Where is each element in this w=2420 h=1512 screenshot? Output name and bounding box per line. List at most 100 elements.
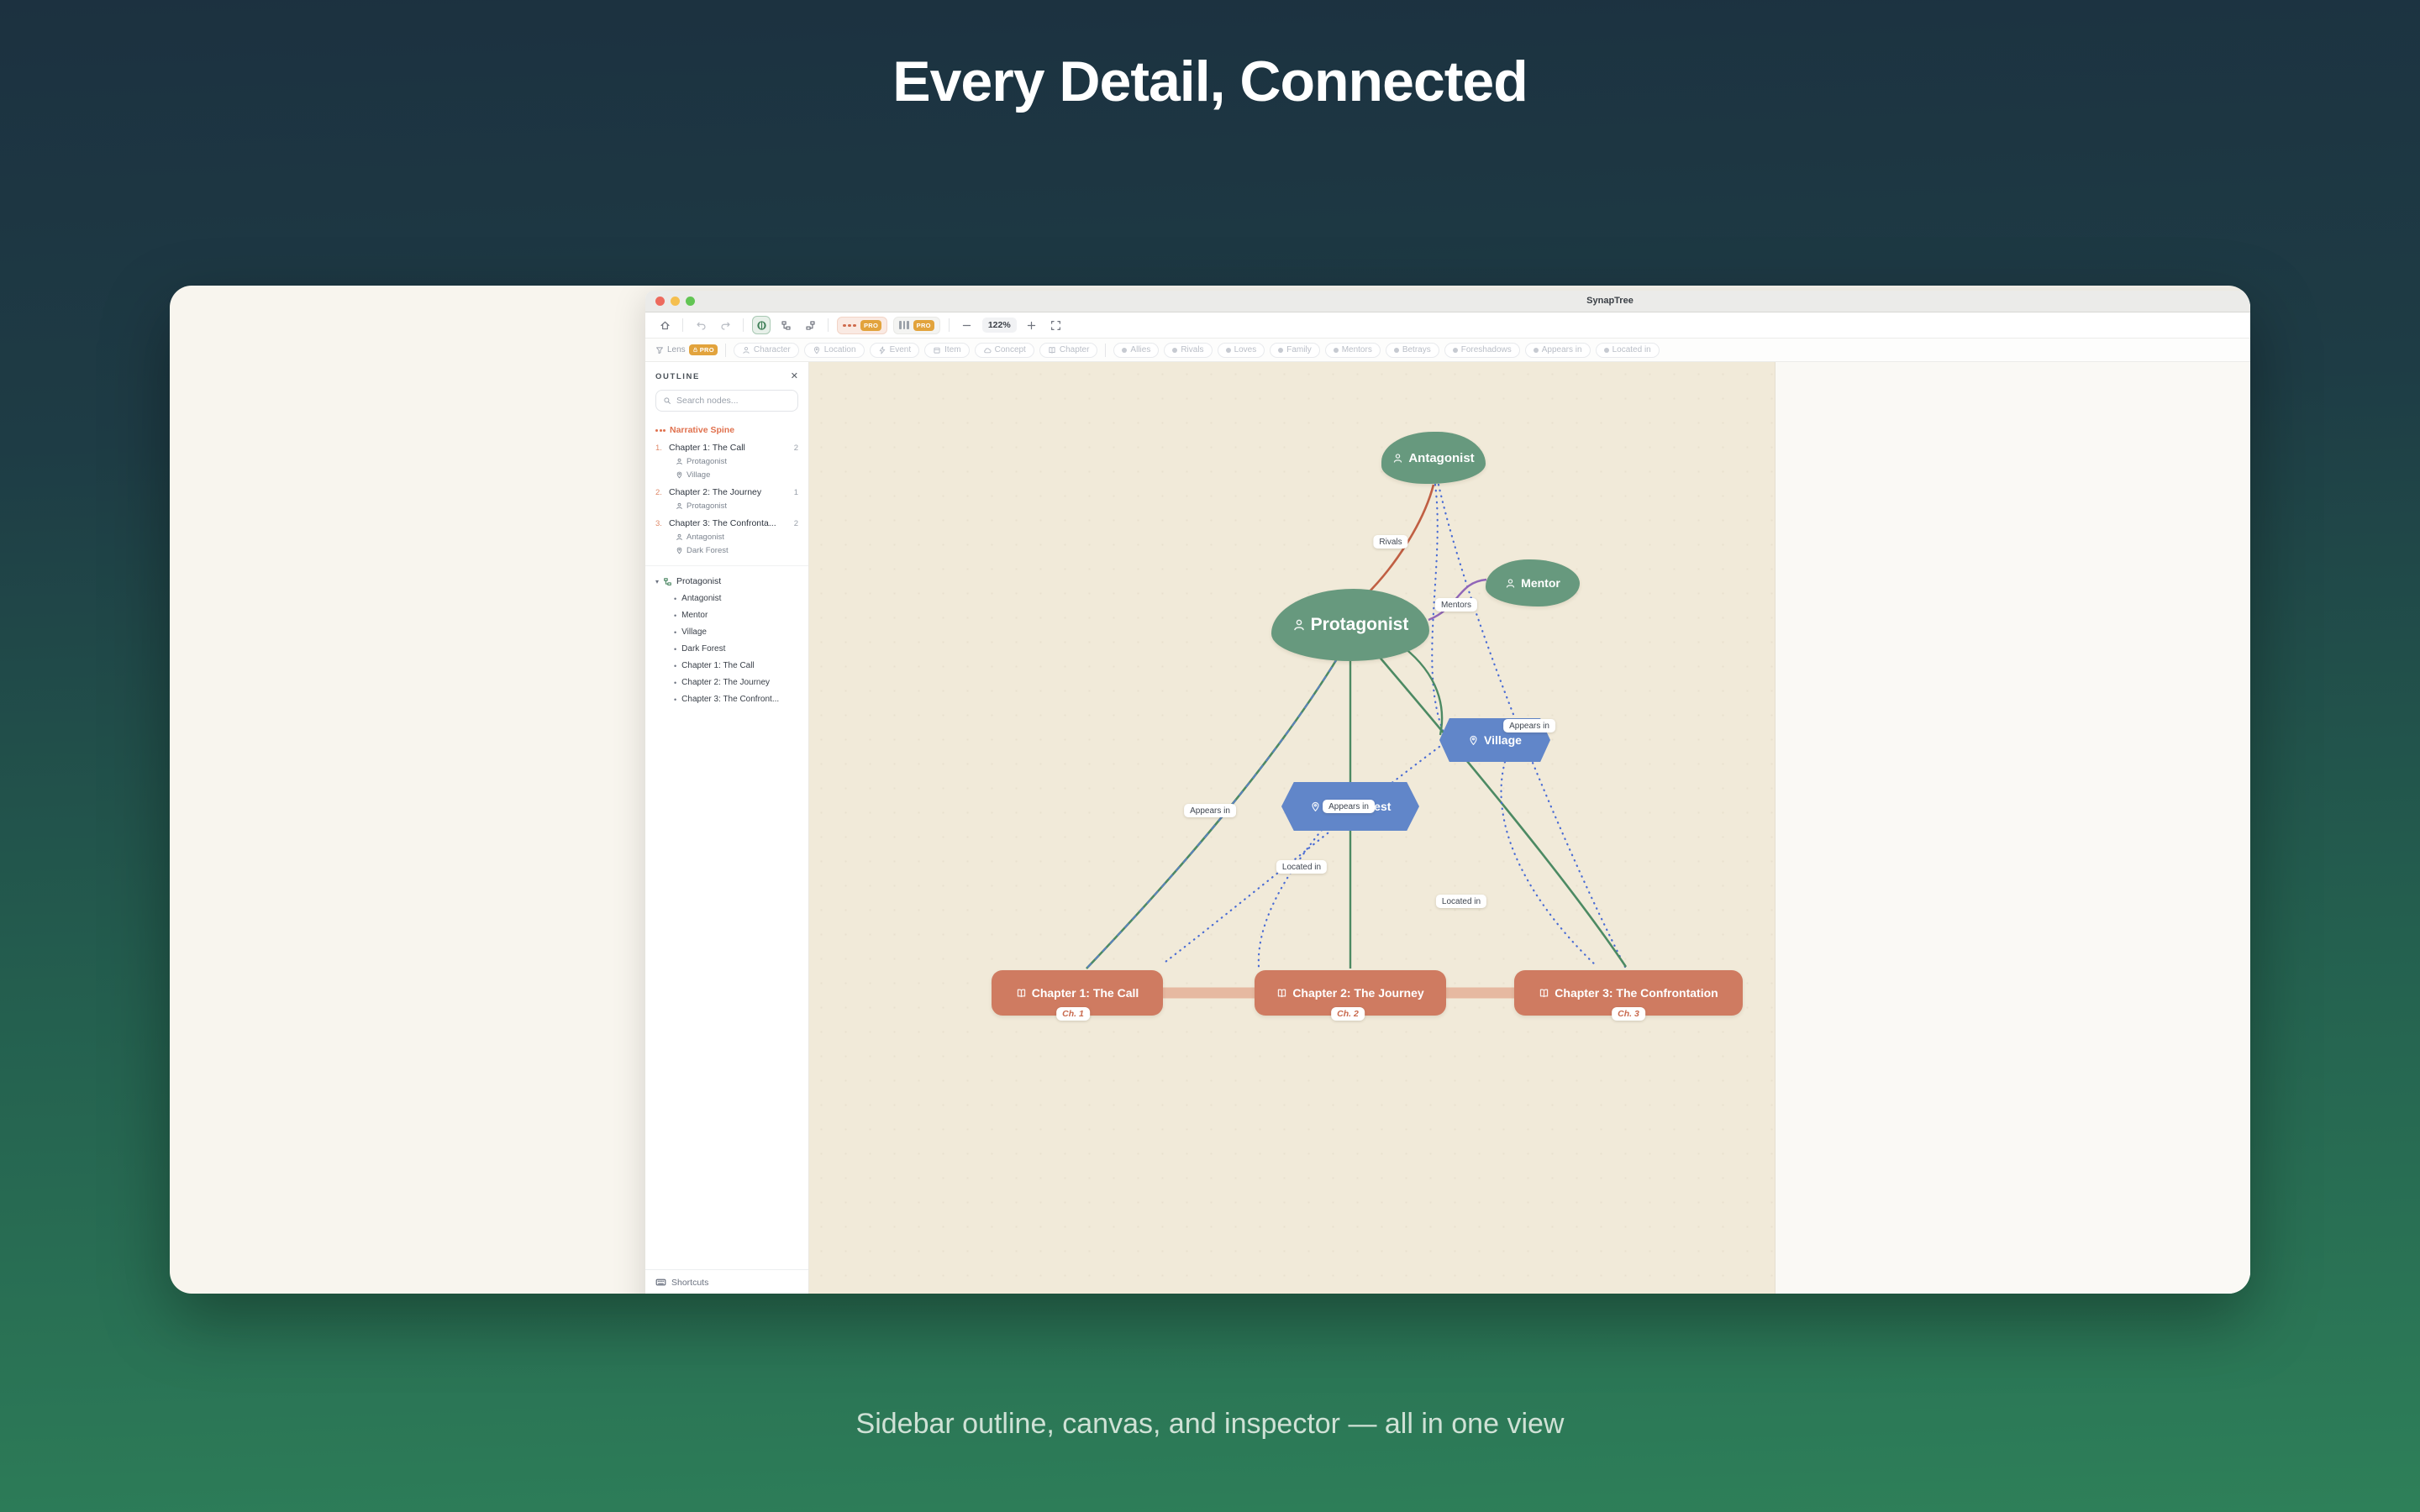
spine-section-header[interactable]: Narrative Spine bbox=[655, 425, 798, 435]
book-icon bbox=[1278, 989, 1286, 997]
person-icon bbox=[1506, 578, 1515, 588]
filter-chip-located-in[interactable]: Located in bbox=[1595, 342, 1660, 358]
bullet-icon: • bbox=[674, 644, 677, 654]
undo-icon bbox=[696, 322, 706, 330]
edge-label-mentors: Mentors bbox=[1434, 598, 1478, 612]
tree-child[interactable]: •Chapter 1: The Call bbox=[674, 661, 755, 670]
sidebar-header: OUTLINE bbox=[655, 372, 700, 381]
graph-canvas[interactable]: Antagonist Mentor Protagonist Village Da… bbox=[809, 362, 1776, 1294]
outline-subitem[interactable]: Protagonist bbox=[676, 501, 798, 511]
plus-icon bbox=[1028, 321, 1036, 329]
grid-layout-button[interactable] bbox=[801, 316, 819, 334]
lock-icon bbox=[693, 347, 697, 353]
filter-chip-foreshadows[interactable]: Foreshadows bbox=[1444, 342, 1520, 358]
org-chart-alt-icon bbox=[805, 320, 815, 330]
dot-icon bbox=[1172, 347, 1178, 353]
bullet-icon: • bbox=[674, 594, 677, 603]
zoom-out-button[interactable] bbox=[958, 316, 976, 334]
home-button[interactable] bbox=[655, 316, 674, 334]
filter-chip-family[interactable]: Family bbox=[1270, 342, 1320, 358]
dot-icon bbox=[1278, 347, 1284, 353]
person-icon bbox=[676, 533, 682, 541]
book-icon bbox=[1017, 989, 1025, 997]
tree-child[interactable]: •Village bbox=[674, 627, 707, 637]
pin-icon bbox=[676, 471, 682, 479]
tree-child[interactable]: •Mentor bbox=[674, 611, 708, 620]
filter-chip-betrays[interactable]: Betrays bbox=[1385, 342, 1439, 358]
filter-chip-item[interactable]: Item bbox=[924, 342, 970, 358]
edge-label-located-in: Located in bbox=[1435, 895, 1487, 908]
bullet-icon: • bbox=[674, 678, 677, 687]
traffic-lights bbox=[655, 297, 695, 306]
pin-icon bbox=[676, 547, 682, 554]
tree-layout-button[interactable] bbox=[776, 316, 795, 334]
timeline-pro-button[interactable]: PRO bbox=[837, 316, 888, 334]
spine-icon bbox=[655, 428, 666, 432]
redo-button[interactable] bbox=[716, 316, 734, 334]
toolbar: PRO PRO 122% bbox=[645, 312, 2250, 339]
person-icon bbox=[1394, 453, 1402, 463]
minus-icon bbox=[963, 324, 971, 326]
filter-chip-character[interactable]: Character bbox=[733, 342, 799, 358]
fit-view-button[interactable] bbox=[1047, 316, 1065, 334]
edge-label-located-in: Located in bbox=[1276, 860, 1328, 874]
close-sidebar-button[interactable]: ✕ bbox=[790, 371, 798, 381]
cloud-icon bbox=[983, 347, 992, 353]
outline-item-chapter2[interactable]: 2. Chapter 2: The Journey 1 bbox=[655, 487, 798, 497]
shortcuts-button[interactable]: Shortcuts bbox=[645, 1269, 808, 1294]
node-protagonist[interactable]: Protagonist bbox=[1271, 589, 1429, 661]
keyboard-icon bbox=[655, 1278, 666, 1286]
filter-separator bbox=[724, 343, 726, 357]
filter-chip-appears-in[interactable]: Appears in bbox=[1524, 342, 1591, 358]
zoom-level[interactable]: 122% bbox=[981, 318, 1017, 333]
lens-pro-badge: PRO bbox=[688, 344, 718, 355]
tree-root-protagonist[interactable]: ▾ Protagonist bbox=[655, 576, 722, 586]
search-icon bbox=[664, 397, 671, 404]
outline-subitem[interactable]: Antagonist bbox=[676, 533, 798, 542]
filter-chip-mentors[interactable]: Mentors bbox=[1324, 342, 1381, 358]
toolbar-separator bbox=[828, 318, 829, 332]
search-input[interactable] bbox=[676, 396, 777, 406]
edge-label-appears-in: Appears in bbox=[1323, 800, 1375, 813]
outline-subitem[interactable]: Dark Forest bbox=[676, 546, 798, 555]
lens-control[interactable]: Lens PRO bbox=[655, 344, 718, 355]
filter-chip-chapter[interactable]: Chapter bbox=[1039, 342, 1098, 358]
radial-layout-button[interactable] bbox=[752, 316, 771, 334]
filter-chip-loves[interactable]: Loves bbox=[1217, 342, 1265, 358]
filter-chip-allies[interactable]: Allies bbox=[1113, 342, 1160, 358]
filter-chip-rivals[interactable]: Rivals bbox=[1164, 342, 1213, 358]
timeline-icon bbox=[843, 323, 856, 327]
columns-pro-button[interactable]: PRO bbox=[893, 316, 940, 334]
close-window-button[interactable] bbox=[655, 297, 665, 306]
tree-child[interactable]: •Chapter 2: The Journey bbox=[674, 678, 771, 687]
outline-subitem[interactable]: Protagonist bbox=[676, 457, 798, 466]
chapter-tag: Ch. 2 bbox=[1331, 1007, 1365, 1021]
org-chart-icon bbox=[664, 577, 671, 585]
filter-chip-event[interactable]: Event bbox=[869, 342, 920, 358]
redo-icon bbox=[720, 322, 730, 330]
columns-icon bbox=[899, 321, 909, 329]
minimize-window-button[interactable] bbox=[671, 297, 680, 306]
window-titlebar[interactable]: SynapTree bbox=[645, 291, 2250, 312]
node-mentor[interactable]: Mentor bbox=[1486, 559, 1580, 606]
outline-item-chapter3[interactable]: 3. Chapter 3: The Confronta... 2 bbox=[655, 518, 798, 528]
node-antagonist[interactable]: Antagonist bbox=[1381, 432, 1486, 484]
target-icon bbox=[756, 320, 766, 330]
outline-subitem[interactable]: Village bbox=[676, 470, 798, 480]
tree-child[interactable]: •Dark Forest bbox=[674, 644, 726, 654]
filter-bar: Lens PRO Character Location Event Item bbox=[645, 339, 2250, 362]
zoom-window-button[interactable] bbox=[686, 297, 695, 306]
filter-chip-concept[interactable]: Concept bbox=[974, 342, 1034, 358]
item-count: 2 bbox=[793, 444, 798, 453]
pin-icon bbox=[1470, 735, 1477, 745]
filter-chip-location[interactable]: Location bbox=[803, 342, 865, 358]
undo-button[interactable] bbox=[692, 316, 710, 334]
tree-child[interactable]: •Chapter 3: The Confront... bbox=[674, 695, 780, 704]
toolbar-separator bbox=[948, 318, 950, 332]
outline-sidebar: OUTLINE ✕ Narrative Spine 1. Chapter 1: … bbox=[645, 362, 809, 1294]
search-box[interactable] bbox=[655, 390, 798, 412]
outline-item-chapter1[interactable]: 1. Chapter 1: The Call 2 bbox=[655, 443, 798, 453]
tree-child[interactable]: •Antagonist bbox=[674, 594, 722, 603]
item-count: 2 bbox=[793, 519, 798, 528]
zoom-in-button[interactable] bbox=[1023, 316, 1041, 334]
